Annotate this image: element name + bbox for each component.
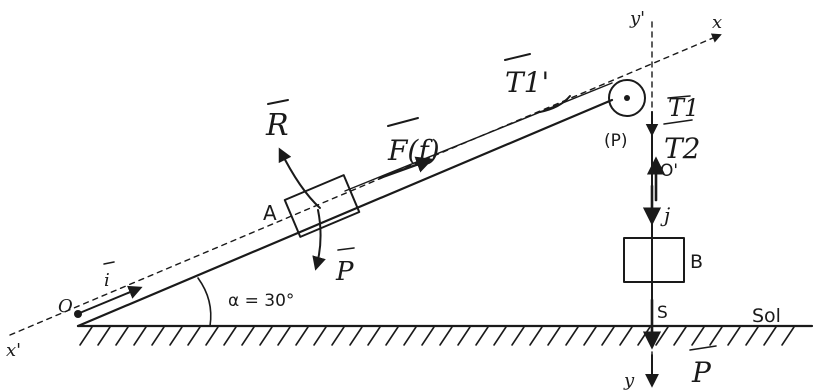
block-B	[623, 237, 685, 283]
label-tension-T2: T2	[664, 132, 701, 165]
hatch-mark	[349, 326, 363, 346]
label-point-A: A	[263, 201, 277, 225]
label-tension-T1: T1	[668, 94, 699, 122]
label-block-B: B	[690, 251, 703, 273]
angle-arc	[197, 277, 212, 327]
vector-bars	[103, 53, 717, 351]
cord-incline	[344, 82, 613, 192]
hatch-mark	[529, 326, 543, 346]
hatch-mark	[583, 326, 597, 346]
hatch-mark	[781, 326, 795, 346]
hatch-mark	[205, 326, 219, 346]
friction-arrow	[378, 156, 434, 180]
label-point-S: S	[657, 303, 668, 323]
hatch-mark	[151, 326, 165, 346]
ground-hatching	[79, 326, 795, 346]
label-y-prime: y'	[629, 8, 645, 29]
hatch-mark	[637, 326, 651, 346]
x-axis-dashed	[9, 33, 722, 336]
hatch-mark	[367, 326, 381, 346]
hatch-mark	[79, 326, 93, 346]
hatch-mark	[601, 326, 615, 346]
hatch-mark	[565, 326, 579, 346]
hatch-mark	[655, 326, 669, 346]
ground	[76, 324, 814, 346]
label-unit-j: j	[660, 203, 670, 227]
label-ground: Sol	[752, 305, 781, 327]
incline-surface	[76, 98, 614, 328]
hatch-mark	[313, 326, 327, 346]
hatch-mark	[619, 326, 633, 346]
label-origin-O: O	[58, 296, 73, 317]
hatch-mark	[475, 326, 489, 346]
hatch-mark	[745, 326, 759, 346]
hatch-mark	[439, 326, 453, 346]
label-pulley-P: (P)	[604, 131, 628, 151]
hatch-mark	[259, 326, 273, 346]
hatch-mark	[385, 326, 399, 346]
hatch-mark	[331, 326, 345, 346]
hatch-mark	[547, 326, 561, 346]
tension-incline-hook	[539, 95, 571, 113]
hatch-mark	[403, 326, 417, 346]
label-reaction-R: R	[265, 108, 289, 143]
hatch-mark	[709, 326, 723, 346]
hatch-mark	[187, 326, 201, 346]
hatch-mark	[133, 326, 147, 346]
label-x-axis: x	[712, 12, 722, 33]
hatch-mark	[421, 326, 435, 346]
label-origin-O-prime: O'	[660, 161, 678, 181]
weight-P-A-arrow	[312, 209, 326, 271]
label-weight-P-A: P	[335, 257, 354, 287]
hatch-mark	[493, 326, 507, 346]
label-unit-i: i	[104, 270, 110, 291]
label-weight-P-B: P	[691, 356, 712, 389]
hatch-mark	[277, 326, 291, 346]
pulley	[608, 79, 646, 117]
origin-O-point	[74, 310, 82, 318]
label-y-axis: y	[623, 370, 635, 391]
pulley-axle	[624, 95, 630, 101]
label-x-prime: x'	[6, 340, 21, 361]
label-tension-incline: T1'	[505, 66, 549, 99]
hatch-mark	[169, 326, 183, 346]
hatch-mark	[295, 326, 309, 346]
hatch-mark	[241, 326, 255, 346]
hatch-mark	[115, 326, 129, 346]
hatch-mark	[97, 326, 111, 346]
block-A	[283, 174, 361, 238]
hatch-mark	[727, 326, 741, 346]
unit-vector-i-arrow	[81, 285, 143, 313]
hatch-mark	[223, 326, 237, 346]
label-angle: α = 30°	[228, 291, 294, 311]
hatch-mark	[763, 326, 777, 346]
label-friction: F(f)	[387, 134, 440, 167]
hatch-mark	[457, 326, 471, 346]
hatch-mark	[691, 326, 705, 346]
hatch-mark	[511, 326, 525, 346]
reaction-R-arrow	[278, 147, 321, 209]
hatch-mark	[673, 326, 687, 346]
